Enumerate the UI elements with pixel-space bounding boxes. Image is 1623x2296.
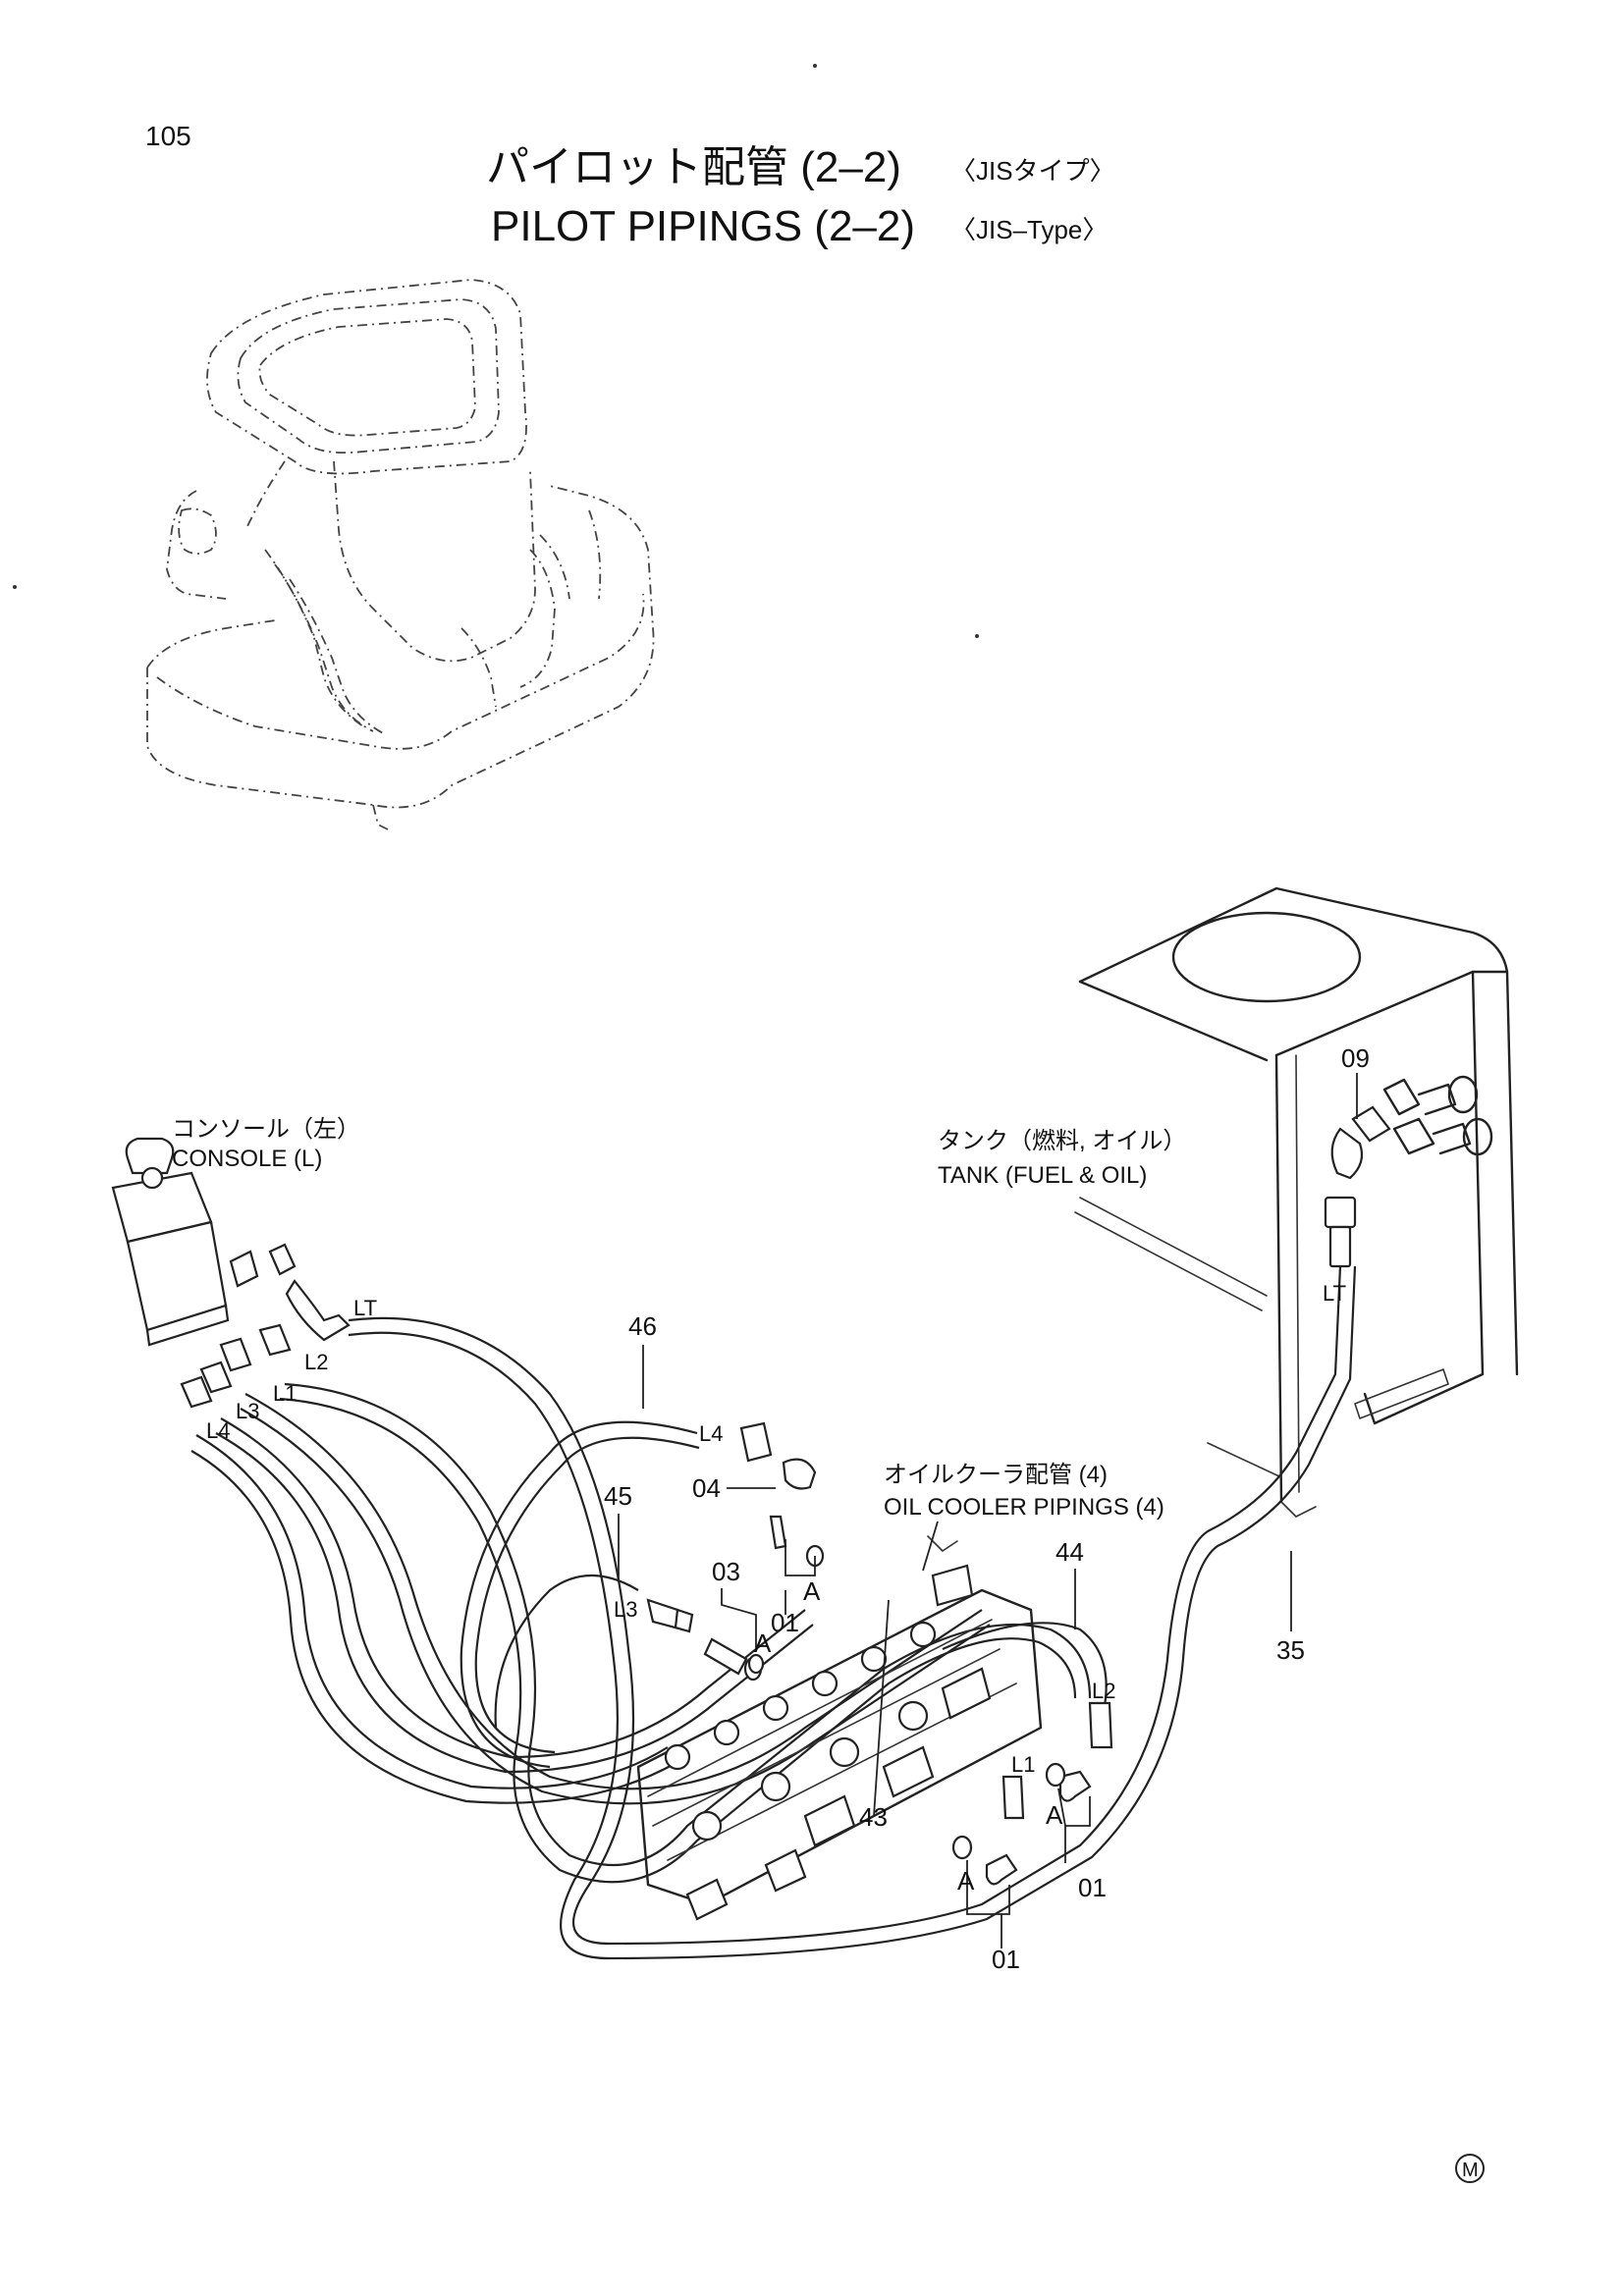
part-number-46: 46 [628, 1311, 657, 1341]
tank-label-japanese: タンク（燃料, オイル） [938, 1128, 1186, 1154]
port-label-l1-console: L1 [273, 1381, 297, 1406]
part-number-44: 44 [1055, 1537, 1084, 1567]
port-label-l3-hose: L3 [614, 1597, 637, 1622]
stray-dot [975, 634, 979, 638]
pilot-hoses [190, 1265, 1357, 1960]
console-label-english: CONSOLE (L) [172, 1146, 322, 1172]
port-label-l4-console: L4 [206, 1418, 230, 1443]
page-number: 105 [145, 121, 191, 151]
part-number-43: 43 [859, 1802, 888, 1832]
oil-cooler-label-japanese: オイルクーラ配管 (4) [884, 1462, 1108, 1488]
title-english: PILOT PIPINGS (2–2) [491, 202, 915, 250]
adapter-fitting-l1 [1001, 1775, 1025, 1820]
part-number-04: 04 [692, 1473, 721, 1503]
port-label-lt-tank: LT [1323, 1281, 1346, 1306]
part-number-09: 09 [1341, 1043, 1370, 1073]
port-label-l3-console: L3 [236, 1399, 259, 1423]
port-label-l1-valve: L1 [1011, 1752, 1035, 1777]
elbow-fitting-04 [769, 1458, 817, 1550]
part-number-45: 45 [604, 1481, 632, 1511]
stray-dot [813, 64, 817, 68]
adapter-fitting-l2 [1088, 1701, 1113, 1749]
elbow-fitting-09 [1324, 1105, 1391, 1268]
control-valve-illustration [636, 1535, 1043, 1921]
console-left-pilot-valve [111, 1137, 351, 1409]
part-number-35: 35 [1276, 1635, 1305, 1665]
stray-dot [13, 585, 17, 589]
adapter-fitting-l3 [646, 1598, 694, 1633]
port-label-a-right: A [1046, 1800, 1063, 1830]
console-label-japanese: コンソール（左） [172, 1116, 360, 1143]
port-label-a-upper: A [803, 1576, 821, 1606]
port-label-a-lower: A [957, 1866, 975, 1896]
title-english-type: 〈JIS–Type〉 [950, 215, 1108, 244]
port-label-l4-hose: L4 [699, 1421, 723, 1446]
port-label-l2-valve: L2 [1092, 1679, 1115, 1703]
port-label-lt-console: LT [353, 1296, 377, 1320]
copyright-mark: M [1462, 2160, 1479, 2181]
title-japanese-type: 〈JISタイプ〉 [950, 156, 1115, 186]
machine-overview-illustration [146, 279, 655, 830]
part-number-01-lower: 01 [992, 1945, 1020, 1974]
copyright-mark-circle [1455, 2154, 1485, 2183]
part-number-03: 03 [712, 1557, 740, 1586]
port-label-l2-console: L2 [304, 1350, 328, 1374]
fuel-oil-tank-illustration [1074, 886, 1519, 1518]
tank-label-english: TANK (FUEL & OIL) [938, 1162, 1147, 1189]
adapter-fitting-l4 [739, 1421, 773, 1463]
oil-cooler-label-english: OIL COOLER PIPINGS (4) [884, 1494, 1164, 1521]
port-label-a-middle: A [754, 1629, 772, 1658]
part-number-01-right: 01 [1078, 1873, 1107, 1902]
leader-lines [618, 1073, 1358, 1949]
title-japanese: パイロット配管 (2–2) [486, 143, 901, 191]
